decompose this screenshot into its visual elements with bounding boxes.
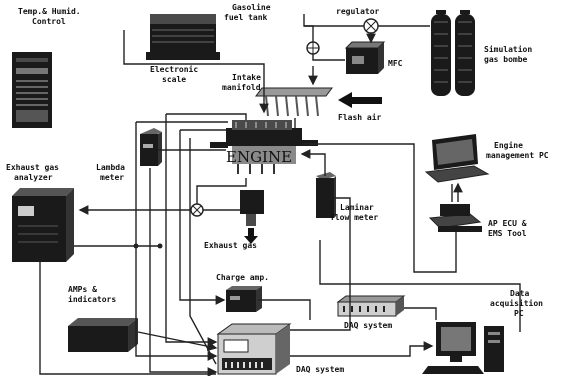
- data-pc-label-3: PC: [514, 309, 524, 318]
- daq-small-device: [336, 295, 406, 317]
- gas-bottle-right: [455, 10, 475, 96]
- mfc-device: [344, 41, 386, 74]
- exhaust-analyzer-label-2: analyzer: [14, 173, 53, 182]
- exhaust-analyzer-label-1: Exhaust gas: [6, 163, 59, 172]
- engine-pc-label-2: management PC: [486, 151, 549, 160]
- exhaust-gas-label: Exhaust gas: [204, 241, 257, 250]
- connection-lines: [39, 14, 521, 376]
- flash-air-arrow: [338, 92, 382, 108]
- regulator-valve: [363, 18, 379, 34]
- amps-indicators-label-1: AMPs &: [68, 285, 97, 294]
- amps-indicators-label-2: indicators: [68, 294, 116, 304]
- gas-bottle-left: [431, 10, 451, 96]
- engine-label: ENGINE: [226, 148, 292, 166]
- electronic-scale-device: [146, 14, 220, 60]
- ecu-tool-label-2: EMS Tool: [488, 229, 527, 238]
- laminar-flow-meter-device: [316, 172, 336, 218]
- laminar-flow-label-1: Laminar: [340, 202, 374, 212]
- charge-amp-device: [226, 286, 262, 312]
- exhaust-gas-arrow: [244, 228, 258, 244]
- laminar-flow-label-2: flow meter: [330, 213, 378, 222]
- gasoline-tank-label-1: Gasoline: [232, 2, 271, 12]
- engine-pc-laptop: [424, 134, 490, 183]
- data-pc-label-2: acquisition: [490, 298, 543, 308]
- gasoline-tank-label-2: fuel tank: [224, 13, 268, 22]
- amps-indicators-device: [68, 318, 138, 352]
- simulation-gas-label-1: Simulation: [484, 44, 532, 54]
- intake-manifold: [255, 87, 333, 117]
- temp-control-label-1: Temp.& Humid.: [18, 6, 81, 16]
- regulator-label: regulator: [336, 7, 380, 16]
- exhaust-valve: [190, 203, 204, 217]
- lambda-meter-label-2: meter: [100, 173, 124, 182]
- mfc-label: MFC: [388, 59, 403, 68]
- exhaust-box: [240, 190, 264, 226]
- mixing-junction: [306, 41, 320, 55]
- engine-block: [210, 120, 318, 174]
- exhaust-analyzer-device: [12, 188, 74, 262]
- temp-control-cabinet: [12, 52, 52, 128]
- electronic-scale-label-2: scale: [162, 75, 186, 84]
- daq-small-label: DAQ system: [344, 321, 392, 330]
- lambda-meter-device: [140, 128, 162, 166]
- electronic-scale-label-1: Electronic: [150, 64, 198, 74]
- ecu-tool-device: [428, 204, 482, 232]
- intake-manifold-label-1: Intake: [232, 73, 261, 82]
- ecu-tool-label-1: AP ECU &: [488, 219, 527, 228]
- data-pc-device: [422, 322, 504, 374]
- simulation-gas-label-2: gas bombe: [484, 55, 528, 64]
- daq-large-device: [216, 323, 292, 375]
- lambda-meter-label-1: Lambda: [96, 163, 125, 172]
- engine-pc-label-1: Engine: [494, 140, 523, 150]
- data-pc-label-1: Data: [510, 289, 529, 298]
- flash-air-label: Flash air: [338, 112, 382, 122]
- intake-manifold-label-2: manifold: [222, 82, 261, 92]
- daq-large-label: DAQ system: [296, 365, 344, 374]
- temp-control-label-2: Control: [32, 17, 66, 26]
- charge-amp-label: Charge amp.: [216, 273, 269, 282]
- labels-group: Temp.& Humid. Control Gasoline fuel tank…: [6, 2, 549, 374]
